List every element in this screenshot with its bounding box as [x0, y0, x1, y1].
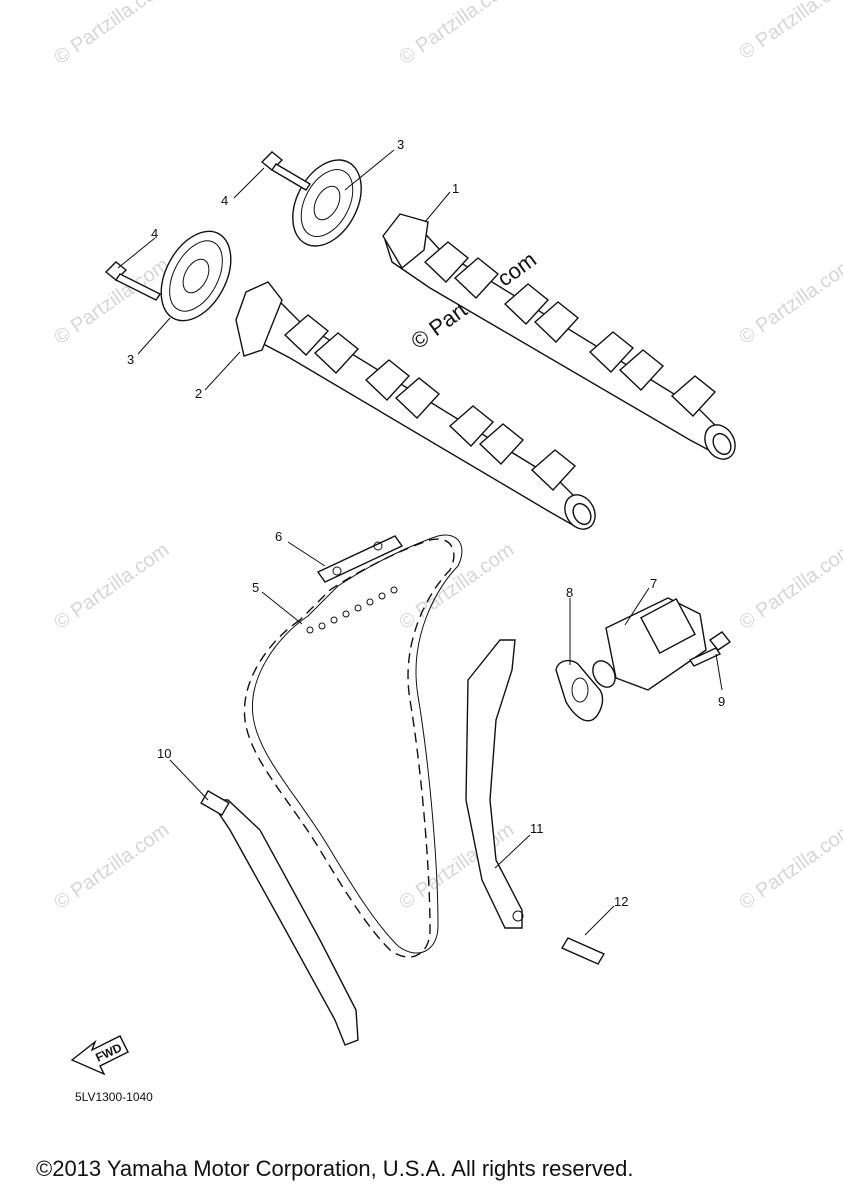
bolt-upper — [260, 151, 311, 191]
callout-label: 4 — [151, 226, 158, 241]
watermark: © Partzilla.com — [395, 539, 518, 634]
chain-guide-top — [316, 535, 404, 583]
bolt-lower — [104, 261, 162, 301]
callout-label: 9 — [718, 694, 725, 709]
callout-label: 1 — [452, 181, 459, 196]
callout-labels: 1 2 3 3 4 4 5 6 7 8 9 10 11 12 — [127, 137, 725, 909]
camshaft-1 — [382, 213, 736, 460]
watermark: © Partzilla.com — [50, 0, 173, 69]
callout-label: 2 — [195, 386, 202, 401]
watermark: © Partzilla.com — [50, 819, 173, 914]
tensioner-bolt — [688, 631, 732, 667]
watermark: © Partzilla.com — [735, 254, 843, 349]
diagram-code: 5LV1300-1040 — [75, 1090, 153, 1104]
sprocket-lower — [160, 230, 232, 322]
tensioner — [592, 597, 707, 691]
callout-label: 5 — [252, 580, 259, 595]
watermark: © Partzilla.com — [735, 0, 843, 64]
callout-label: 10 — [157, 746, 171, 761]
guide-pin — [560, 937, 606, 965]
copyright-footer: ©2013 Yamaha Motor Corporation, U.S.A. A… — [36, 1156, 633, 1181]
camshaft-1-lobes — [423, 241, 717, 417]
watermark: © Partzilla.com — [735, 539, 843, 634]
callout-label: 3 — [127, 352, 134, 367]
callout-label: 8 — [566, 585, 573, 600]
callout-label: 12 — [614, 894, 628, 909]
leader-lines — [117, 149, 723, 936]
gasket — [555, 659, 604, 722]
watermark: © Partzilla.com — [395, 0, 518, 69]
chain-guide-side — [465, 639, 524, 929]
watermark: © Partzilla.com — [50, 539, 173, 634]
fwd-arrow: FWD — [70, 1035, 129, 1076]
callout-label: 7 — [650, 576, 657, 591]
callout-label: 4 — [221, 193, 228, 208]
camshaft-2-lobes — [283, 314, 577, 491]
cam-chain — [243, 534, 463, 958]
callout-label: 11 — [530, 821, 544, 836]
cam-chain-links — [306, 586, 398, 634]
tensioner-guide — [200, 789, 359, 1046]
sprocket-upper — [292, 159, 362, 247]
callout-label: 3 — [397, 137, 404, 152]
callout-label: 6 — [275, 529, 282, 544]
camshaft-2 — [235, 281, 596, 530]
watermark: © Partzilla.com — [735, 819, 843, 914]
